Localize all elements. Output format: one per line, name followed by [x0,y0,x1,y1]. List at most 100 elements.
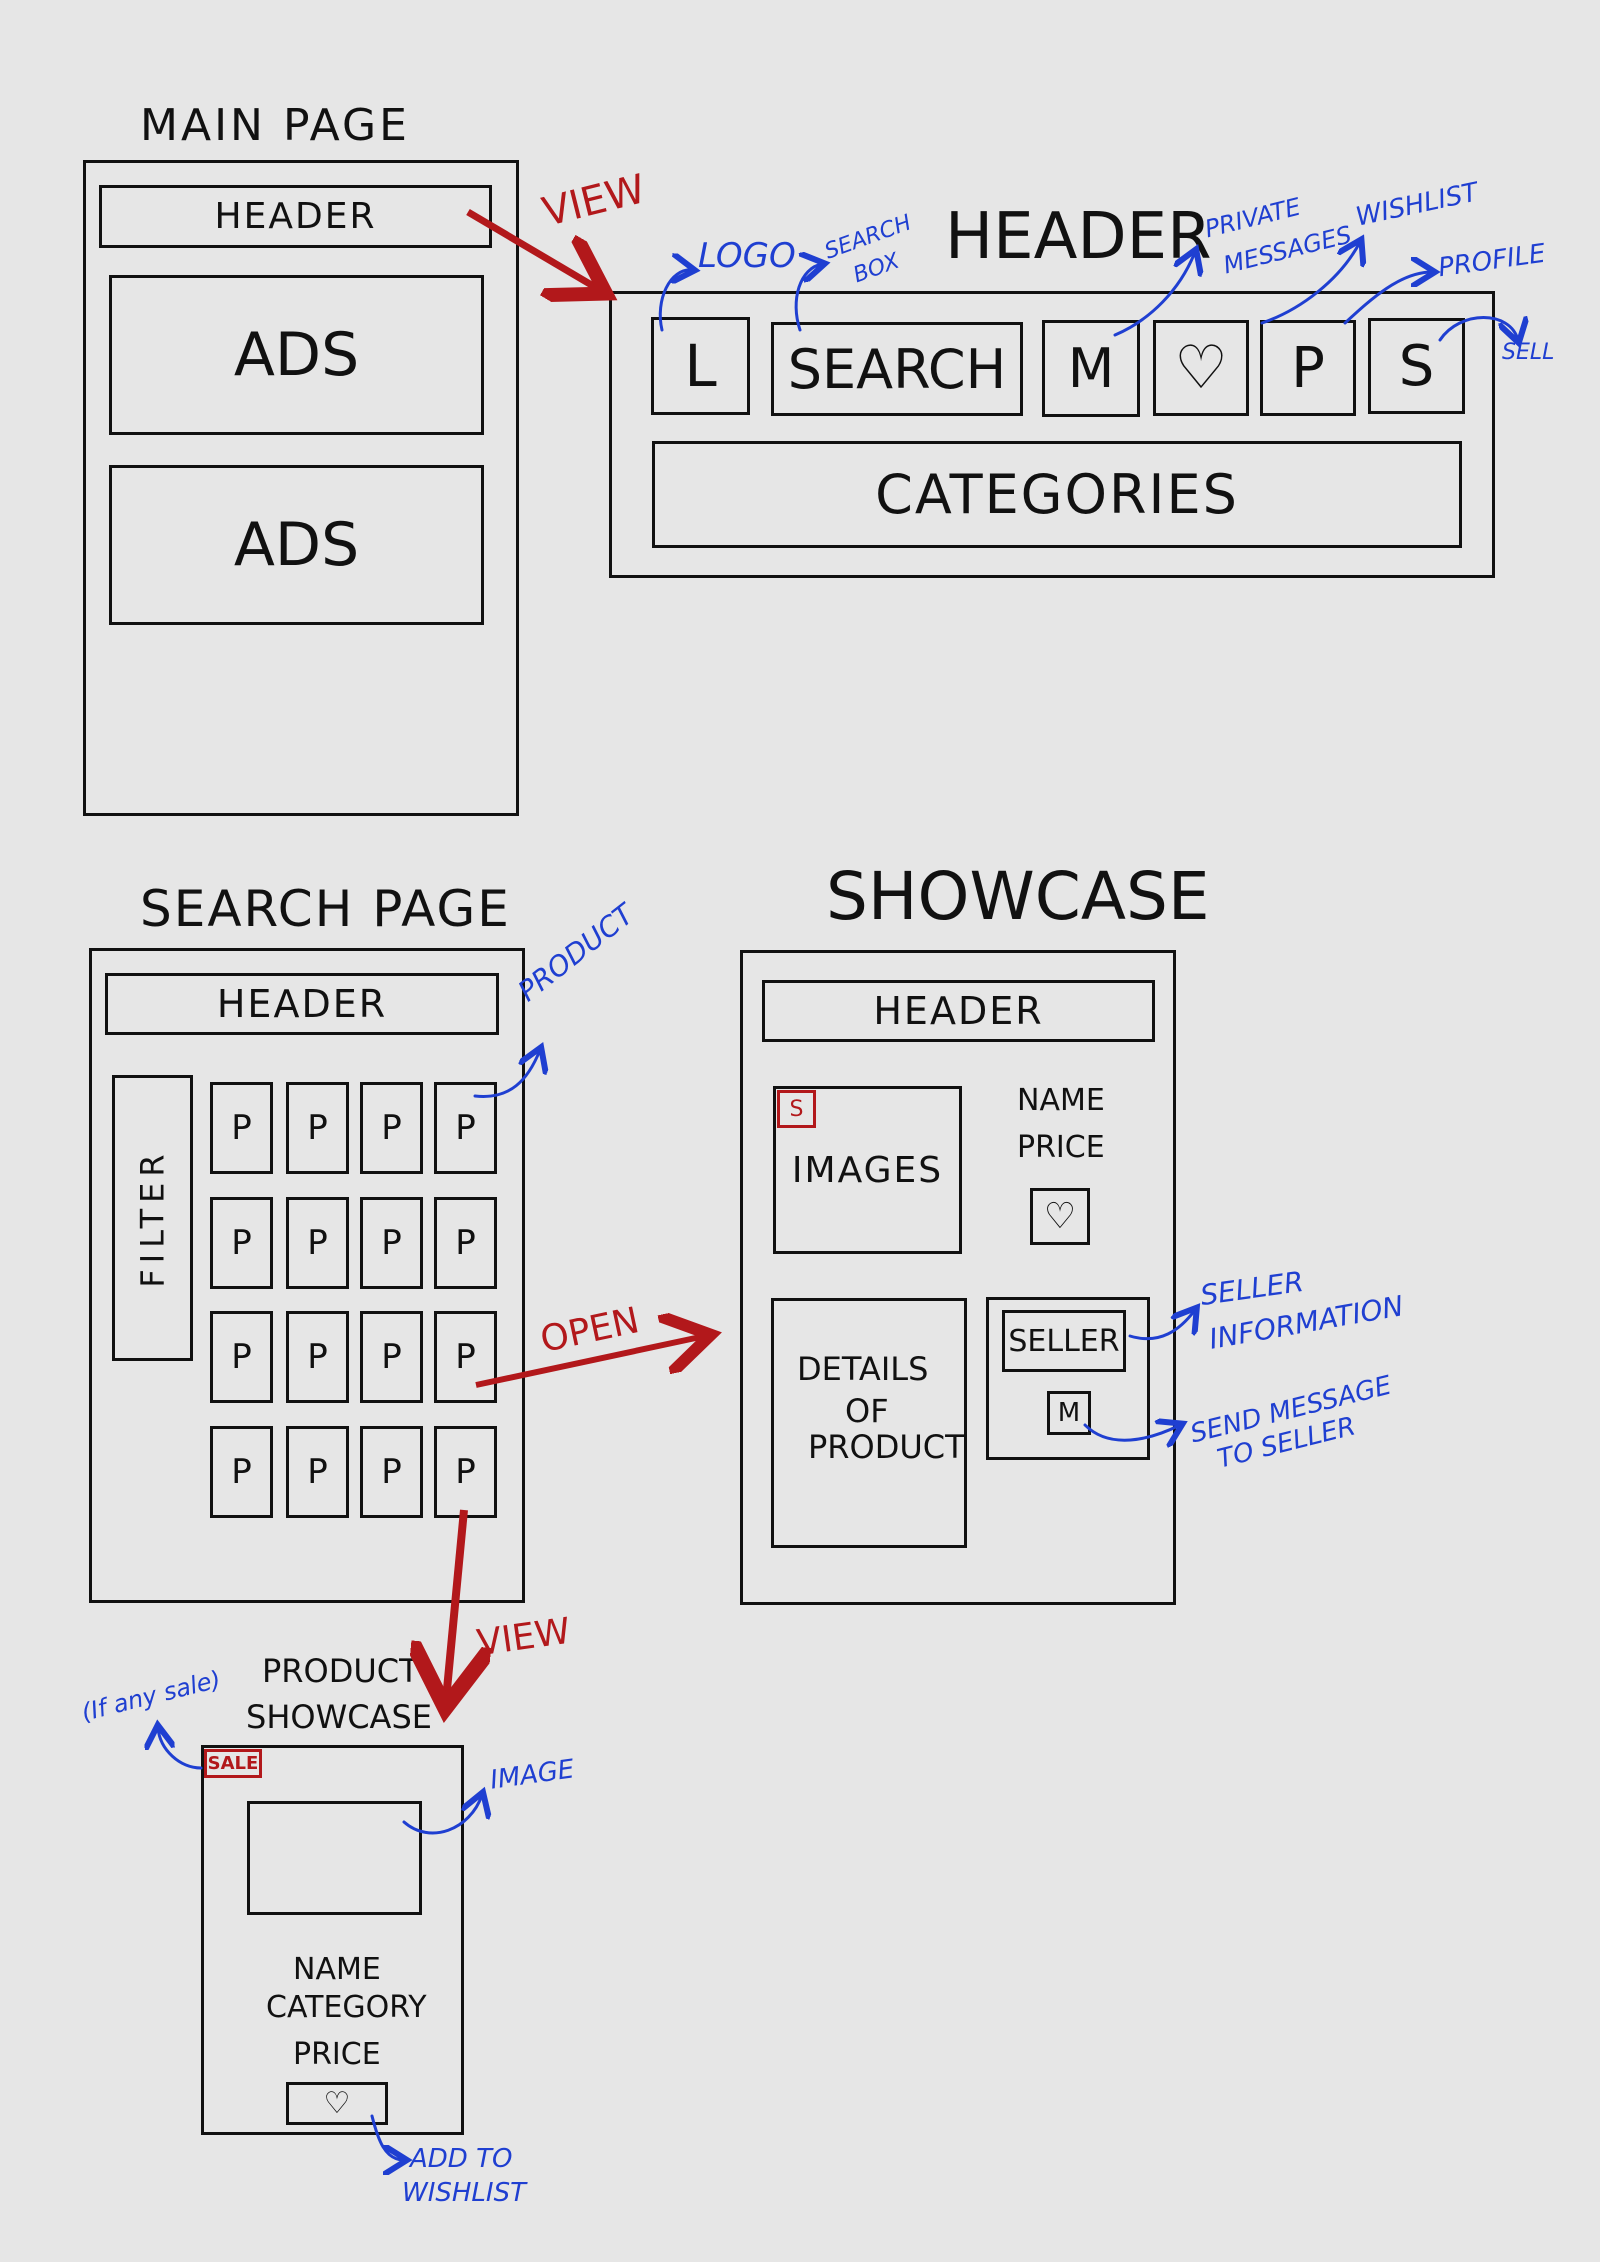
search-box: SEARCH [771,322,1023,416]
ads-slot-1: ADS [109,275,484,435]
ads-label: ADS [233,510,360,580]
showcase-title: SHOWCASE [826,858,1210,935]
product-showcase-title-1: PRODUCT [262,1652,419,1690]
product-tile: P [360,1311,423,1403]
product-tile: P [434,1311,497,1403]
seller-label: SELLER [1008,1323,1120,1359]
product-tile: P [286,1197,349,1289]
filter-panel: FILTER [112,1075,193,1361]
heart-icon: ♡ [1043,1196,1077,1237]
seller-panel [986,1297,1150,1460]
logo-button: L [651,317,750,415]
product-category-line: CATEGORY [266,1990,427,2025]
product-tile: P [360,1426,423,1518]
search-note-arrow [794,264,822,332]
note-logo: LOGO [698,236,796,276]
showcase-frame [740,950,1176,1605]
product-tile-label: P [381,1223,402,1263]
ads-label: ADS [233,320,360,390]
product-image-placeholder [247,1801,422,1915]
header-detail-frame [609,291,1495,578]
note-add-to-wishlist-1: ADD TO [410,2144,513,2174]
sell-button: S [1368,318,1465,414]
wishlist-button: ♡ [1153,320,1249,416]
product-tile-label: P [307,1452,328,1492]
note-add-to-wishlist-2: WISHLIST [402,2178,526,2208]
product-tile: P [286,1426,349,1518]
view-arrow [466,208,600,290]
main-page-frame [83,160,519,816]
main-page-header: HEADER [99,185,492,248]
showcase-wishlist-button: ♡ [1030,1188,1090,1245]
sale-badge-label: SALE [207,1753,259,1774]
main-page-title: MAIN PAGE [140,100,410,151]
product-tile: P [360,1082,423,1174]
product-tile-label: P [381,1108,402,1148]
categories-label: CATEGORIES [875,463,1239,526]
product-tile-label: P [231,1223,252,1263]
product-tile-label: P [231,1337,252,1377]
product-tile: P [434,1197,497,1289]
sell-note-arrow [1438,318,1518,341]
product-name-line: NAME [293,1952,381,1987]
details-line-3: PRODUCT [808,1428,965,1466]
logo-note-arrow [658,270,692,332]
logo-button-label: L [684,332,717,400]
product-tile: P [360,1197,423,1289]
message-note-arrow [1083,1425,1180,1440]
showcase-header: HEADER [762,980,1155,1042]
profile-button-label: P [1291,335,1325,401]
search-page-header-label: HEADER [216,982,388,1026]
messages-button-label: M [1067,337,1115,400]
product-showcase-frame [201,1745,464,2135]
sell-button-label: S [1398,333,1435,399]
product-tile-label: P [455,1452,476,1492]
product-tile: P [210,1197,273,1289]
product-tile-label: P [307,1337,328,1377]
product-tile-label: P [381,1337,402,1377]
view-arrow-2 [446,1509,464,1700]
details-panel [771,1298,967,1548]
product-tile-label: P [381,1452,402,1492]
product-tile-label: P [307,1223,328,1263]
product-tile-label: P [307,1108,328,1148]
images-label: IMAGES [791,1149,944,1191]
sale-badge: SALE [204,1749,262,1778]
main-page-header-label: HEADER [214,196,377,237]
sale-badge-small-label: S [789,1096,804,1122]
messages-button: M [1042,320,1140,417]
product-tile: P [210,1311,273,1403]
search-box-label: SEARCH [787,337,1007,401]
product-tile-label: P [231,1108,252,1148]
product-tile-label: P [231,1452,252,1492]
add-to-wishlist-button: ♡ [286,2082,388,2125]
sale-badge-small: S [777,1090,816,1128]
profile-note-arrow [1343,272,1432,325]
product-tile-label: P [455,1337,476,1377]
product-tile-label: P [455,1108,476,1148]
profile-button: P [1260,320,1356,416]
product-showcase-title-2: SHOWCASE [246,1698,432,1736]
product-tile: P [286,1311,349,1403]
ads-slot-2: ADS [109,465,484,625]
product-tile-label: P [455,1223,476,1263]
product-tile: P [286,1082,349,1174]
categories-bar: CATEGORIES [652,441,1462,548]
details-line-2: OF [845,1392,889,1430]
image-note-arrow [402,1795,482,1835]
message-seller-button: M [1047,1391,1091,1435]
open-arrow [475,1336,705,1388]
seller-note-arrow [1128,1310,1195,1341]
images-panel: IMAGES [773,1086,962,1254]
product-price-line: PRICE [293,2037,381,2072]
product-tile: P [434,1082,497,1174]
header-detail-title: HEADER [945,200,1212,274]
search-page-title: SEARCH PAGE [140,880,511,938]
search-page-header: HEADER [105,973,499,1035]
wishlist-note-arrow [1260,242,1360,325]
message-seller-label: M [1057,1398,1081,1428]
wishlist-add-note-arrow [370,2114,404,2160]
showcase-price: PRICE [1017,1130,1105,1165]
details-line-1: DETAILS [797,1350,929,1388]
showcase-header-label: HEADER [873,989,1044,1033]
